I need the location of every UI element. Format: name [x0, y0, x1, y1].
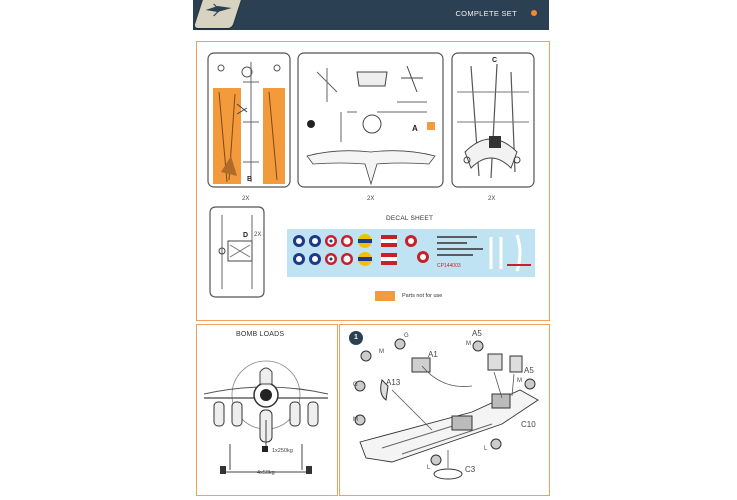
center-load-label: 1x250kg [272, 448, 293, 454]
cockpit-assembly-drawing [354, 338, 539, 480]
decal-code: CP144003 [437, 263, 461, 269]
decal-title: DECAL SHEET [386, 215, 434, 222]
sprue-c [451, 52, 535, 188]
glue-m-1: M [379, 349, 384, 355]
glue-m-2: M [353, 417, 358, 423]
sprue-d-letter: D [243, 232, 249, 239]
decal-sheet: CP144003 [287, 229, 535, 277]
header-bar: COMPLETE SET [193, 0, 549, 30]
sprue-b-qty: 2X [242, 196, 250, 202]
sprue-d [209, 206, 265, 298]
part-a5-right: A5 [524, 366, 534, 375]
glue-l-2: L [427, 465, 431, 471]
sprue-a-letter: A [412, 124, 418, 133]
brand-logo [193, 0, 243, 28]
glue-m-3: M [466, 341, 471, 347]
sprue-b [207, 52, 291, 188]
legend-swatch [375, 291, 395, 301]
part-a5-top: A5 [472, 329, 482, 338]
glue-m-4: M [517, 378, 522, 384]
part-c3: C3 [465, 465, 476, 474]
glue-l-1: L [484, 446, 488, 452]
wing-load-label: 4x50kg [257, 470, 275, 476]
part-c10: C10 [521, 420, 536, 429]
bomb-loads-drawing [203, 360, 329, 474]
part-a13: A13 [386, 378, 401, 387]
step-badge [349, 331, 363, 345]
part-a1: A1 [428, 350, 438, 359]
step-number: 1 [354, 334, 358, 341]
sprue-b-letter: B [247, 176, 253, 183]
page-title: COMPLETE SET [455, 9, 517, 18]
sprue-d-qty: 2X [254, 232, 262, 238]
glue-g-1: G [404, 333, 409, 339]
glue-g-2: G [353, 382, 358, 388]
sprue-a [297, 52, 444, 188]
sprue-c-letter: C [492, 57, 498, 64]
sprue-c-qty: 2X [488, 196, 496, 202]
bomb-loads-title: BOMB LOADS [236, 331, 285, 338]
legend-label: Parts not for use [402, 293, 443, 299]
accent-dot [531, 10, 537, 16]
sprue-a-qty: 2X [367, 196, 375, 202]
